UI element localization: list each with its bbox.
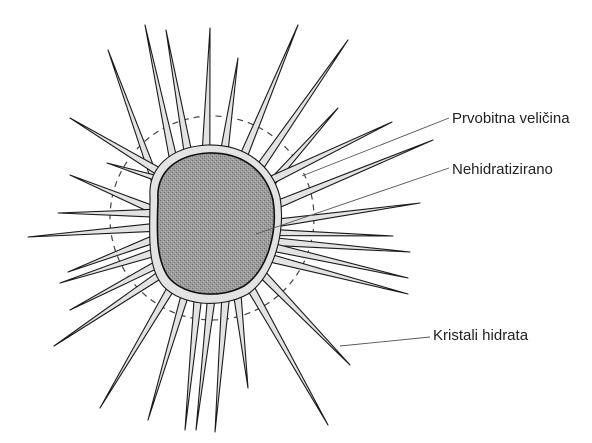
hydrate-crystal-needle [70,118,166,178]
hydrate-crystals-leader [340,337,430,346]
hydrate-crystal-needle [237,25,298,164]
hydrate-crystal-needle [58,209,157,217]
hydrate-crystal-needle [28,223,156,237]
hydrate-crystal-needle [258,270,350,365]
hydrate-crystal-needle [269,140,433,211]
hydrate-crystal-needle [54,266,170,346]
hydrate-crystals-label: Kristali hidrata [433,327,529,344]
hydrate-crystal-needle [148,282,192,420]
original-size-label: Prvobitna veličina [452,110,570,127]
hydrate-crystal-needle [185,289,203,430]
hydrate-crystal-needle [253,40,348,175]
hydrate-crystal-needle [215,291,230,432]
hydrate-crystal-needle [270,203,420,228]
hydrate-crystal-needle [202,28,210,157]
original-size-leader [302,118,449,176]
hydrate-crystal-needle [145,25,179,168]
unhydrated-core [157,153,274,294]
unhydrated-label: Nehidratizirano [452,161,553,178]
hydrate-crystal-needle [219,58,238,157]
hydrate-crystal-needle [274,230,393,236]
hydrate-crystal-needle [60,247,160,283]
hydrate-crystal-needle [233,289,248,388]
